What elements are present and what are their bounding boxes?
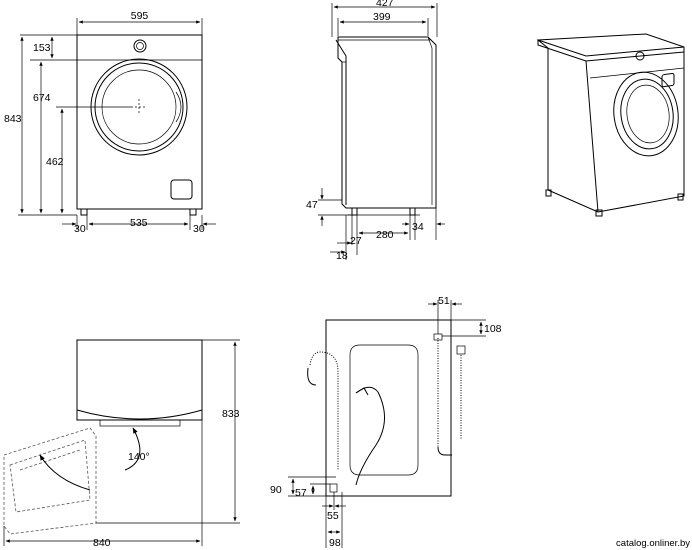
- drain-offset-label: 55: [327, 510, 339, 522]
- side-cabinet: [337, 36, 437, 209]
- foot-left-label: 30: [74, 223, 86, 235]
- foot-right-label: 30: [193, 223, 205, 235]
- hose-top-label: 108: [484, 323, 502, 335]
- depth-body-label: 399: [373, 11, 391, 23]
- watermark: catalog.onliner.by: [616, 538, 690, 549]
- open-door-outline: [3, 427, 97, 535]
- rear-view: 51 108 90 57 55 98: [270, 295, 502, 549]
- side-foot-back-label: 34: [412, 221, 424, 233]
- power-cable: [355, 386, 385, 486]
- side-foot-edge-label: 18: [336, 250, 348, 262]
- side-view: 427 399 47 280 27 18 34: [306, 0, 445, 262]
- depth-total-label: 427: [376, 0, 394, 9]
- front-cabinet: [76, 34, 203, 210]
- iso-knob: [635, 51, 645, 61]
- front-view: 595 153 843 674 462 30 535 30: [4, 10, 216, 235]
- foot-right: [189, 208, 197, 216]
- top-cabinet: [76, 339, 203, 421]
- side-foot-back: [409, 207, 416, 216]
- rear-panel: [349, 344, 419, 476]
- front-width-label: 595: [131, 10, 149, 22]
- rear-cabinet: [325, 319, 452, 497]
- drain-hose: [309, 351, 339, 470]
- door-angle-label: 140°: [128, 451, 150, 463]
- panel-height-label: 674: [33, 92, 51, 104]
- drain-low-label: 57: [295, 487, 307, 499]
- side-foot-height-label: 47: [306, 199, 318, 211]
- foot-span-label: 535: [130, 217, 148, 229]
- service-hatch: [170, 179, 193, 200]
- door-swing-label: 840: [93, 537, 111, 549]
- hose-offset-label: 51: [438, 295, 450, 307]
- door-height-label: 833: [222, 408, 240, 420]
- iso-hatch: [661, 73, 675, 88]
- top-panel-label: 153: [33, 42, 51, 54]
- door-center-label: 462: [46, 156, 64, 168]
- iso-door: [613, 71, 679, 157]
- program-knob: [133, 39, 147, 53]
- drain-offset-total-label: 98: [329, 537, 341, 549]
- side-foot-front-label: 27: [350, 235, 362, 247]
- door-open-view: 140° 833 840: [3, 339, 240, 549]
- side-foot-span-label: 280: [376, 229, 394, 241]
- side-foot-front: [351, 207, 358, 216]
- total-height-label: 843: [4, 113, 22, 125]
- isometric-view: [536, 33, 685, 217]
- foot-left: [80, 208, 88, 216]
- drain-height-label: 90: [270, 484, 282, 496]
